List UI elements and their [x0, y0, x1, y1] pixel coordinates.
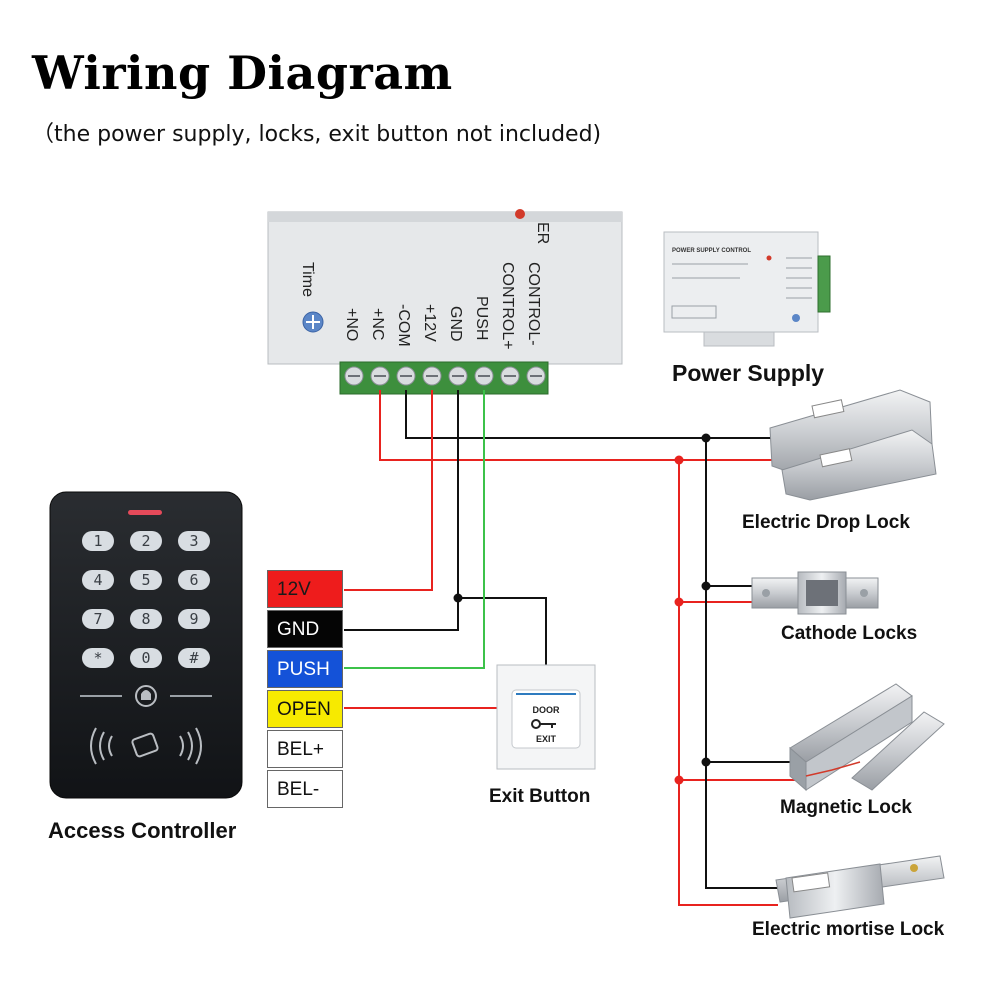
terminal-label-gnd: GND [447, 306, 464, 342]
cathode-locks-label: Cathode Locks [781, 623, 918, 644]
wire-label-open: OPEN [267, 690, 343, 728]
exit-button-top-text: DOOR [533, 705, 561, 715]
terminal-label-control-minus: CONTROL- [525, 262, 542, 346]
magnetic-lock-label: Magnetic Lock [780, 797, 912, 818]
magnetic-lock-image [789, 683, 945, 792]
wire-green-push [344, 390, 485, 669]
terminal-screws [344, 366, 546, 386]
keypad-key[interactable]: 4 [82, 570, 114, 590]
electric-mortise-lock-image [775, 855, 945, 919]
bell-icon [135, 685, 157, 707]
wire-label-12v: 12V [267, 570, 343, 608]
rfid-icon [90, 727, 202, 765]
terminal-label-control-plus: CONTROL+ [499, 262, 516, 350]
terminal-label-nc: +NC [369, 308, 386, 340]
keypad-key[interactable]: 6 [178, 570, 210, 590]
exit-button-label: Exit Button [489, 786, 591, 807]
power-supply-photo: POWER SUPPLY CONTROL [663, 231, 831, 347]
wire-label-gnd: GND [267, 610, 343, 648]
access-controller-label: Access Controller [48, 818, 237, 843]
exit-button-bottom-text: EXIT [536, 734, 557, 744]
terminal-label-com: -COM [395, 304, 412, 347]
wire-red-bus [678, 460, 778, 906]
wire-label-bel-plus: BEL+ [267, 730, 343, 768]
keypad-key[interactable]: # [178, 648, 210, 668]
wire-black-gnd [344, 390, 459, 631]
electric-mortise-lock-label: Electric mortise Lock [752, 919, 945, 940]
power-led [515, 209, 525, 219]
terminal-label-no: +NO [343, 308, 360, 341]
electric-drop-lock-label: Electric Drop Lock [742, 512, 910, 533]
exit-button-image[interactable]: DOOR EXIT [496, 664, 596, 770]
keypad-key[interactable]: 8 [130, 609, 162, 629]
cathode-lock-image [751, 571, 879, 615]
key-icon [531, 719, 556, 729]
keypad-key[interactable]: 9 [178, 609, 210, 629]
keypad-key[interactable]: 3 [178, 531, 210, 551]
ps-photo-header: POWER SUPPLY CONTROL [672, 248, 751, 254]
time-knob-icon [302, 311, 324, 333]
wire-black-exit [458, 597, 547, 665]
wire-label-push: PUSH [267, 650, 343, 688]
power-supply-label: Power Supply [672, 360, 825, 386]
junction-dots [453, 433, 711, 785]
keypad-key[interactable]: 0 [130, 648, 162, 668]
keypad-key[interactable]: 5 [130, 570, 162, 590]
ps-time-label: Time [299, 262, 316, 297]
page-title: Wiring Diagram [32, 46, 453, 100]
status-led [128, 510, 162, 515]
wire-red-lock-supply [379, 390, 772, 461]
power-supply-box: ER Time +NO +NC -COM +12V GND PUSH CONTR… [267, 209, 623, 395]
keypad-key[interactable]: 1 [82, 531, 114, 551]
terminal-label-push: PUSH [473, 296, 490, 340]
keypad-key[interactable]: 7 [82, 609, 114, 629]
keypad-key[interactable]: 2 [130, 531, 162, 551]
wire-label-bel-minus: BEL- [267, 770, 343, 808]
wire-red-12v [344, 390, 433, 591]
access-controller-image [49, 491, 243, 799]
ps-corner-text: ER [534, 222, 551, 244]
wire-black-lock-com [405, 390, 772, 439]
wire-black-bus [705, 438, 780, 889]
terminal-label-12v: +12V [421, 304, 438, 342]
wires [344, 390, 800, 906]
keypad-key[interactable]: * [82, 648, 114, 668]
electric-drop-lock-image [769, 389, 937, 501]
page-subtitle: （the power supply, locks, exit button no… [32, 122, 602, 147]
